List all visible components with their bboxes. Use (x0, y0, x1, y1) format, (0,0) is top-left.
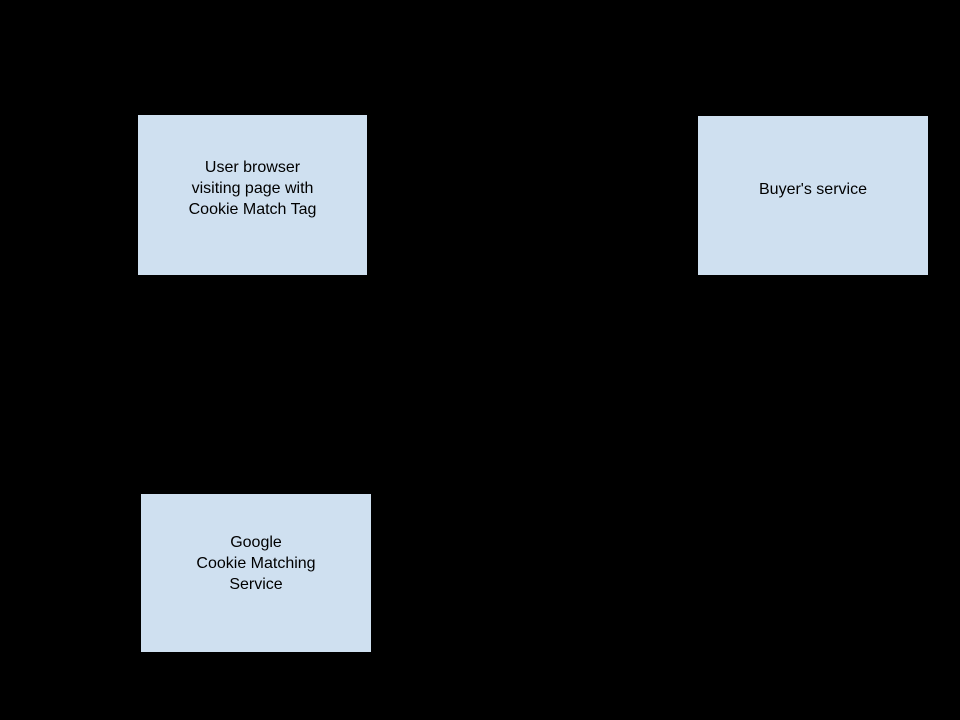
edge-user-browser-to-buyers-service (368, 194, 697, 195)
node-buyers-service-label: Buyer's service (759, 181, 867, 198)
node-google-cookie-matching-label: Google Cookie Matching Service (196, 534, 316, 593)
node-buyers-service[interactable]: Buyer's service (697, 115, 929, 276)
node-user-browser-label: User browser visiting page with Cookie M… (188, 159, 317, 218)
edge-google-cookie-matching-to-user-browser (200, 276, 201, 493)
node-google-cookie-matching[interactable]: Google Cookie Matching Service (140, 493, 372, 653)
node-user-browser[interactable]: User browser visiting page with Cookie M… (137, 114, 368, 276)
edge-buyers-service-to-google-cookie-matching (256, 276, 257, 493)
